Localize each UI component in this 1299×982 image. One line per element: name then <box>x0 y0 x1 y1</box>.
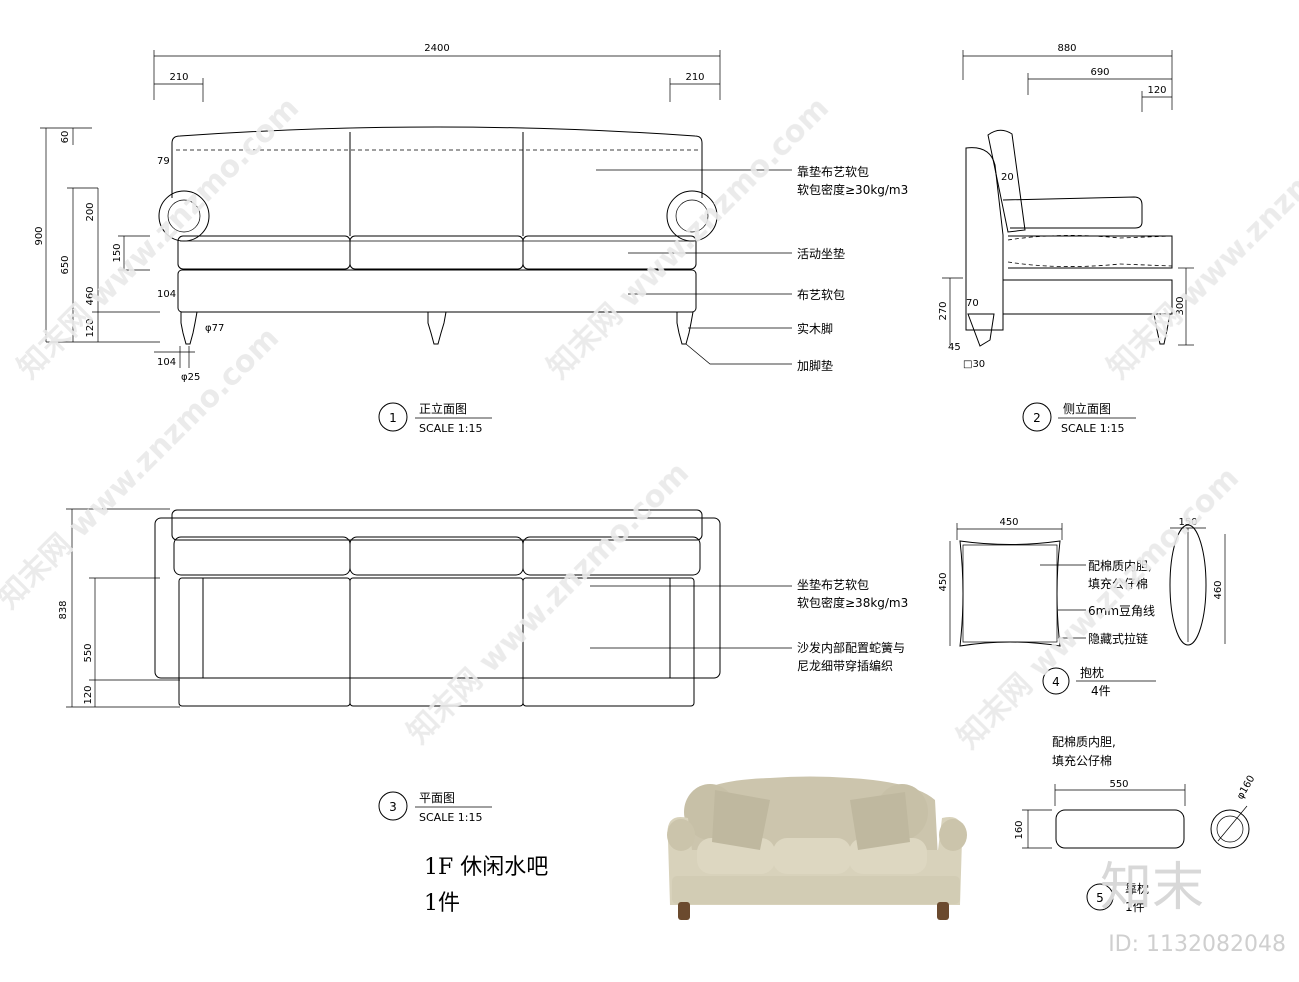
note-seat-cushion: 活动坐垫 <box>797 246 845 261</box>
dim-base-height: 460 <box>85 286 96 305</box>
dim-pillow-side-height: 460 <box>1213 580 1224 599</box>
dim-bolster-diameter: φ160 <box>1235 774 1257 802</box>
view-number-5: 5 <box>1096 891 1104 905</box>
dim-back-angle: 20 <box>1001 172 1014 183</box>
dim-back-offset: 79 <box>157 156 170 167</box>
view-scale-plan: SCALE 1:15 <box>419 811 482 824</box>
project-location: 1F 休闲水吧 <box>424 855 548 880</box>
view-title-plan: 平面图 <box>419 791 455 805</box>
dim-leg-height: 120 <box>85 318 96 337</box>
bolster-view: 配棉质内胆, 填充公仔棉 550 160 φ160 5 靠枕 1件 <box>1014 735 1257 914</box>
dim-arm-height: 200 <box>85 202 96 221</box>
dim-pad-inset: 104 <box>157 357 176 368</box>
dim-height-300: 300 <box>1175 296 1186 315</box>
dim-bottom-30: □30 <box>963 359 985 370</box>
view-qty-pillow: 4件 <box>1091 684 1111 698</box>
note-pillow-fill-2: 填充公仔棉 <box>1088 576 1148 591</box>
dim-pillow-width: 450 <box>999 517 1018 528</box>
note-bolster-fill-2: 填充公仔棉 <box>1052 753 1112 768</box>
dim-bottom-45: 45 <box>948 342 961 353</box>
pillow-view: 450 450 150 460 配棉质内胆, 填充公仔棉 6mm豆角线 隐藏式拉… <box>938 517 1226 698</box>
note-pillow-zipper: 隐藏式拉链 <box>1088 631 1148 646</box>
project-quantity: 1件 <box>424 891 460 916</box>
note-pillow-piping: 6mm豆角线 <box>1088 604 1155 618</box>
view-title-front: 正立面图 <box>419 401 467 416</box>
dim-seat-height: 650 <box>60 255 71 274</box>
note-inner-webbing: 尼龙细带穿插编织 <box>797 658 893 673</box>
dim-top-gap: 60 <box>60 131 71 144</box>
dim-bolster-length: 550 <box>1109 779 1128 790</box>
dim-leg-diameter: φ77 <box>205 323 224 334</box>
dim-pillow-side-width: 150 <box>1178 517 1197 528</box>
dim-seat-depth: 690 <box>1090 67 1109 78</box>
view-number-3: 3 <box>389 800 397 814</box>
note-seat-density: 软包密度≥38kg/m3 <box>797 595 908 610</box>
plan-view: 838 550 120 坐垫布艺软包 软包密度≥38kg/m3 沙发内部配置蛇簧… <box>58 508 908 824</box>
dim-overall-width: 2400 <box>424 43 449 54</box>
dim-leg-inset: 104 <box>157 289 176 300</box>
dim-leg-offset: 70 <box>966 298 979 309</box>
view-scale-side: SCALE 1:15 <box>1061 422 1124 435</box>
note-leg-pad: 加脚垫 <box>797 358 833 373</box>
dim-back-thickness: 120 <box>1147 85 1166 96</box>
view-number-4: 4 <box>1052 675 1060 689</box>
dim-arm-left: 210 <box>169 72 188 83</box>
view-scale-front: SCALE 1:15 <box>419 422 482 435</box>
view-title-side: 侧立面图 <box>1063 401 1111 416</box>
dim-total-height: 900 <box>34 226 45 245</box>
dim-pad-diameter: φ25 <box>181 372 200 383</box>
dim-pillow-height: 450 <box>938 572 949 591</box>
watermark-text-5: 知末网 www.znzmo.com <box>951 461 1246 756</box>
view-title-bolster: 靠枕 <box>1125 881 1149 896</box>
image-id-tag: ID: 1132082048 <box>1108 932 1286 957</box>
view-number-1: 1 <box>389 411 397 425</box>
dim-plan-depth: 838 <box>58 600 69 619</box>
view-title-pillow: 抱枕 <box>1080 665 1104 680</box>
side-elevation: 880 690 120 20 270 70 300 45 □30 2 侧立面图 … <box>938 43 1194 435</box>
note-back-density: 软包密度≥30kg/m3 <box>797 182 908 197</box>
note-pillow-fill-1: 配棉质内胆, <box>1088 559 1152 573</box>
dim-plan-seat: 550 <box>83 643 94 662</box>
watermark-text-2: 知末网 www.znzmo.com <box>541 91 836 386</box>
dim-bolster-height: 160 <box>1014 820 1025 839</box>
dim-height-270: 270 <box>938 301 949 320</box>
note-back-cushion: 靠垫布艺软包 <box>797 164 869 179</box>
dim-cushion-height: 150 <box>112 243 123 262</box>
note-seat-fabric: 坐垫布艺软包 <box>797 577 869 592</box>
front-elevation: 2400 210 210 900 60 650 200 460 120 150 … <box>34 43 908 435</box>
dim-overall-depth: 880 <box>1057 43 1076 54</box>
note-inner-springs: 沙发内部配置蛇簧与 <box>797 640 905 655</box>
note-wood-leg: 实木脚 <box>797 321 833 336</box>
view-qty-bolster: 1件 <box>1125 900 1145 914</box>
brand-logo: 知末 <box>1100 858 1204 918</box>
dim-plan-front: 120 <box>83 685 94 704</box>
note-bolster-fill-1: 配棉质内胆, <box>1052 735 1116 749</box>
watermark-text-6: 知末网 www.znzmo.com <box>1101 91 1299 386</box>
note-base-fabric: 布艺软包 <box>797 288 845 302</box>
view-number-2: 2 <box>1033 411 1041 425</box>
dim-arm-right: 210 <box>685 72 704 83</box>
sofa-reference-image <box>667 776 967 920</box>
